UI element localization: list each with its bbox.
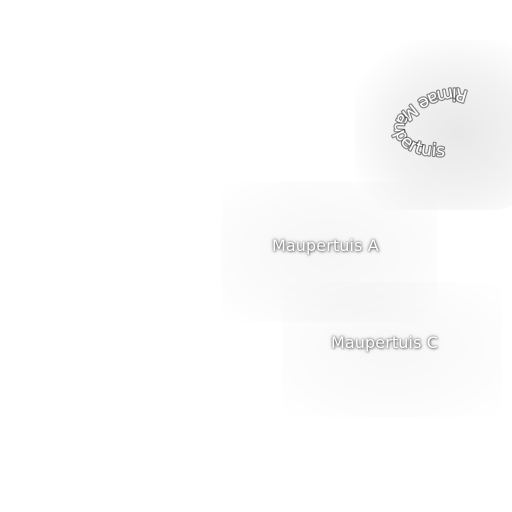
terrain-shading-rimae	[355, 40, 512, 210]
feature-label-rimae-maupertuis[interactable]: Rimae Maupertuis	[388, 82, 470, 163]
feature-label-maupertuis-a[interactable]: Maupertuis A	[272, 236, 379, 255]
feature-label-maupertuis-c[interactable]: Maupertuis C	[331, 333, 438, 352]
crater-shading-maupertuis-a	[222, 182, 437, 322]
crater-shading-maupertuis-c	[282, 282, 502, 417]
